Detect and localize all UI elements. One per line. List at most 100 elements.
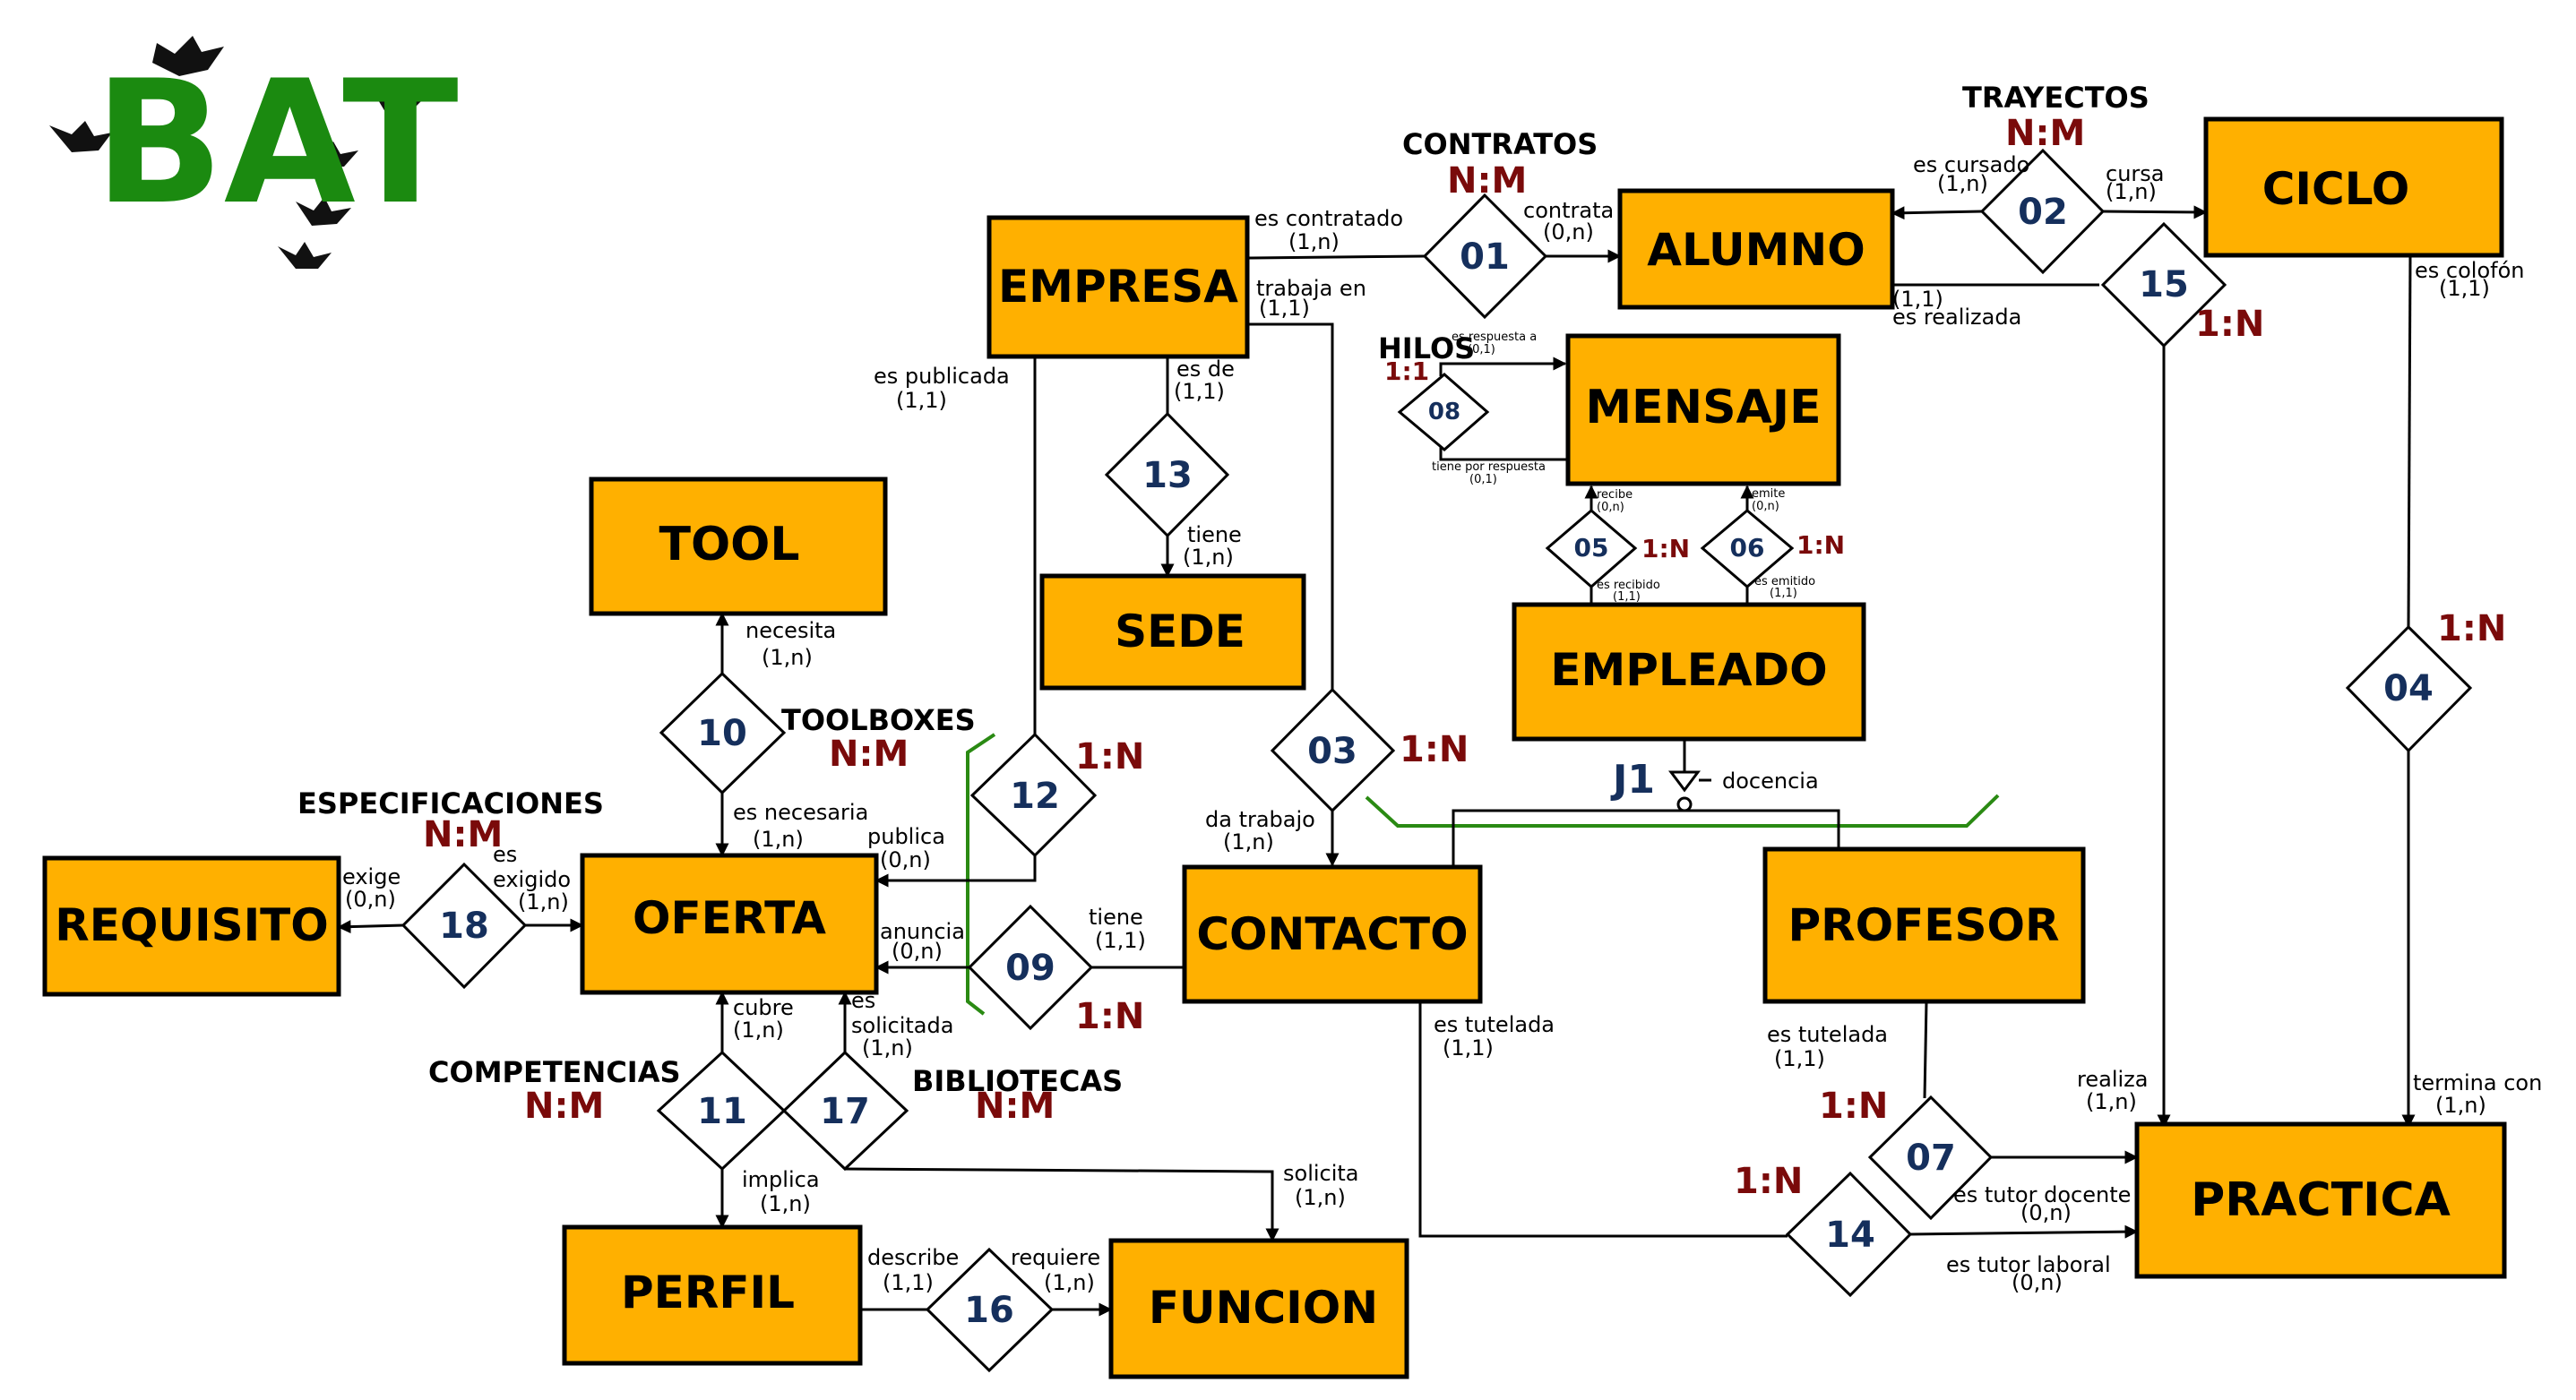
svg-text:18: 18 — [439, 906, 489, 947]
svg-text:(1,n): (1,n) — [518, 889, 569, 915]
svg-text:es: es — [851, 988, 875, 1013]
entity-oferta: OFERTA — [580, 853, 879, 995]
svg-text:da trabajo: da trabajo — [1205, 807, 1315, 832]
svg-text:es realizada: es realizada — [1892, 305, 2021, 330]
card-bibliotecas: N:M — [975, 1086, 1055, 1127]
svg-text:SEDE: SEDE — [1115, 606, 1245, 657]
rel-name-competencias: COMPETENCIAS — [428, 1055, 681, 1089]
relationship-07: 07 — [1867, 1095, 1994, 1221]
svg-text:PROFESOR: PROFESOR — [1788, 899, 2060, 951]
relationship-03: 03 — [1270, 687, 1396, 813]
card-14: 1:N — [1734, 1161, 1803, 1202]
svg-text:EMPRESA: EMPRESA — [998, 261, 1238, 313]
svg-text:(0,n): (0,n) — [880, 847, 931, 872]
green-boundaries — [966, 733, 2000, 1016]
svg-text:04: 04 — [2383, 668, 2434, 709]
svg-text:solicita: solicita — [1283, 1161, 1359, 1186]
card-trayectos: N:M — [2005, 113, 2085, 154]
svg-text:(1,n): (1,n) — [1288, 229, 1340, 254]
rel-name-toolboxes: TOOLBOXES — [781, 703, 976, 737]
svg-text:(1,n): (1,n) — [762, 645, 813, 670]
entity-ciclo: CICLO — [2203, 116, 2504, 258]
svg-text:anuncia: anuncia — [880, 919, 965, 944]
svg-text:(1,n): (1,n) — [2106, 179, 2157, 204]
svg-text:09: 09 — [1005, 948, 1055, 989]
svg-text:es colofón: es colofón — [2415, 258, 2524, 283]
svg-text:CONTACTO: CONTACTO — [1196, 908, 1468, 960]
svg-text:es publicada: es publicada — [874, 364, 1010, 389]
rel-name-contratos: CONTRATOS — [1402, 127, 1598, 161]
svg-text:tiene: tiene — [1089, 905, 1143, 930]
entity-sede: SEDE — [1039, 573, 1306, 691]
svg-text:16: 16 — [964, 1290, 1014, 1331]
bat-icon — [49, 36, 426, 269]
card-toolboxes: N:M — [829, 734, 909, 775]
entity-empresa: EMPRESA — [986, 215, 1250, 359]
svg-text:11: 11 — [697, 1091, 747, 1132]
svg-text:emite: emite — [1752, 487, 1785, 501]
card-hilos: 1:1 — [1384, 356, 1429, 386]
svg-text:(0,1): (0,1) — [1469, 473, 1497, 486]
relationship-11: 11 — [656, 1050, 787, 1172]
svg-text:es de: es de — [1176, 356, 1235, 382]
svg-text:02: 02 — [2018, 192, 2068, 233]
svg-text:es: es — [493, 842, 517, 867]
svg-text:(1,n): (1,n) — [2086, 1089, 2137, 1114]
relationship-01: 01 — [1422, 193, 1548, 320]
svg-text:(1,1): (1,1) — [1443, 1035, 1494, 1061]
svg-text:13: 13 — [1142, 455, 1193, 496]
svg-text:01: 01 — [1460, 236, 1510, 278]
svg-text:14: 14 — [1825, 1215, 1875, 1256]
svg-text:describe: describe — [867, 1245, 959, 1270]
card-15: 1:N — [2195, 304, 2264, 345]
relationship-13: 13 — [1104, 411, 1230, 538]
entity-profesor: PROFESOR — [1762, 846, 2086, 1004]
svg-text:(1,1): (1,1) — [1613, 590, 1641, 604]
svg-text:ALUMNO: ALUMNO — [1647, 224, 1865, 276]
svg-text:requiere: requiere — [1011, 1245, 1100, 1270]
entity-alumno: ALUMNO — [1617, 188, 1895, 310]
entity-empleado: EMPLEADO — [1512, 602, 1866, 742]
relationship-02: 02 — [1979, 148, 2106, 275]
svg-text:tiene por respuesta: tiene por respuesta — [1432, 460, 1546, 474]
rel-name-j1: J1 — [1610, 757, 1655, 803]
entity-funcion: FUNCION — [1108, 1238, 1409, 1379]
relationship-18: 18 — [401, 862, 528, 990]
card-05: 1:N — [1641, 534, 1690, 563]
connectors — [337, 205, 2416, 1317]
relationship-14: 14 — [1785, 1171, 1913, 1298]
svg-text:realiza: realiza — [2077, 1067, 2148, 1092]
svg-text:exigido: exigido — [493, 867, 571, 892]
svg-text:06: 06 — [1730, 533, 1765, 563]
svg-text:(0,n): (0,n) — [2012, 1270, 2063, 1295]
svg-text:REQUISITO: REQUISITO — [55, 899, 329, 951]
svg-text:(0,n): (0,n) — [2020, 1200, 2072, 1225]
svg-text:(1,1): (1,1) — [1259, 296, 1310, 321]
entity-contacto: CONTACTO — [1182, 864, 1483, 1004]
svg-text:(1,n): (1,n) — [760, 1191, 811, 1216]
svg-text:(1,1): (1,1) — [1774, 1046, 1825, 1071]
rel-name-bibliotecas: BIBLIOTECAS — [912, 1064, 1123, 1098]
svg-text:exige: exige — [342, 864, 401, 889]
svg-text:es respuesta a: es respuesta a — [1452, 331, 1537, 344]
svg-text:(0,n): (0,n) — [1597, 501, 1624, 514]
entity-practica: PRACTICA — [2134, 1121, 2507, 1279]
logo: BAT — [49, 36, 459, 269]
svg-text:OFERTA: OFERTA — [633, 892, 826, 944]
svg-text:trabaja en: trabaja en — [1256, 276, 1366, 301]
logo-text: BAT — [94, 44, 459, 242]
svg-text:(1,1): (1,1) — [1095, 928, 1146, 953]
svg-text:(1,n): (1,n) — [733, 1018, 784, 1043]
svg-text:es emitido: es emitido — [1754, 575, 1815, 588]
relationship-10: 10 — [659, 671, 787, 795]
svg-text:07: 07 — [1906, 1138, 1956, 1179]
svg-text:termina con: termina con — [2413, 1070, 2542, 1095]
card-12: 1:N — [1075, 736, 1144, 777]
svg-text:17: 17 — [820, 1091, 870, 1132]
svg-text:recibe: recibe — [1597, 488, 1633, 502]
card-contratos: N:M — [1447, 160, 1527, 202]
svg-text:10: 10 — [697, 713, 747, 754]
svg-text:15: 15 — [2139, 264, 2189, 305]
svg-text:cubre: cubre — [733, 995, 794, 1020]
